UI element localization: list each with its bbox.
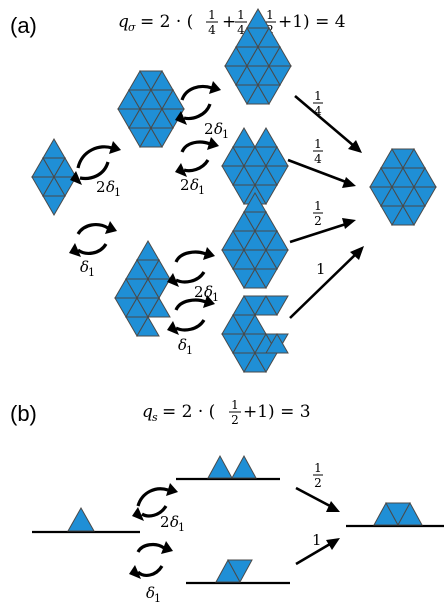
label-b-1-den: 2	[314, 476, 322, 490]
svg-text:2: 2	[160, 513, 170, 531]
rate-b-lower: δ 1	[146, 584, 161, 605]
eq-b-symbol: q	[142, 402, 153, 422]
rate-a-bottom: δ 1	[178, 336, 193, 357]
rate-a-mid-r2: 2 δ 1	[180, 176, 205, 197]
svg-text:δ: δ	[178, 336, 187, 354]
rate-a-top-left: 2 δ 1	[96, 178, 121, 199]
label-a-4: 1	[316, 260, 326, 278]
svg-text:δ: δ	[170, 513, 179, 531]
label-a-3-num: 1	[314, 199, 322, 213]
rate-a-left-low: δ 1	[80, 258, 95, 279]
eq-b-subscript: s	[152, 411, 158, 424]
state-b-top	[176, 454, 280, 481]
cluster-a-r4	[221, 295, 289, 373]
svg-text:+: +	[222, 12, 236, 32]
final-arrow-labels-b: 1 2 1	[312, 461, 323, 549]
svg-text:δ: δ	[146, 584, 155, 602]
final-arrow-labels-a: 1 4 1 4 1 2 1	[313, 89, 326, 278]
svg-text:2: 2	[204, 120, 214, 138]
eq-b-frac1-num: 1	[231, 398, 239, 412]
label-b-1-num: 1	[314, 461, 322, 475]
cluster-a-r3	[221, 192, 289, 289]
svg-text:1: 1	[154, 592, 161, 605]
svg-text:δ: δ	[190, 176, 199, 194]
label-a-2-den: 4	[314, 152, 322, 166]
label-a-2-num: 1	[314, 137, 322, 151]
eq-a-frac1-den: 4	[208, 23, 216, 37]
eq-b-prefix: = 2 · (	[162, 402, 215, 422]
panel-b-equation: q s = 2 · ( 1 2 +1) = 3	[142, 398, 311, 427]
panel-a-equation: q σ = 2 · ( 1 4 + 1 4 + 1 2 +1) = 4	[118, 8, 346, 37]
svg-text:δ: δ	[106, 178, 115, 196]
rate-labels-a: 2 δ 1 2 δ 1 2 δ 1 δ 1 2 δ 1 δ 1	[80, 120, 229, 357]
svg-text:1: 1	[114, 186, 121, 199]
svg-text:1: 1	[222, 128, 229, 141]
svg-text:δ: δ	[204, 283, 213, 301]
rate-b-upper: 2 δ 1	[160, 513, 185, 534]
label-a-3-den: 2	[314, 214, 322, 228]
panel-a-label: (a)	[10, 13, 37, 38]
svg-text:2: 2	[96, 178, 106, 196]
state-b-bottom	[186, 558, 290, 585]
label-a-1-den: 4	[314, 104, 322, 118]
svg-text:1: 1	[178, 521, 185, 534]
svg-text:1: 1	[186, 344, 193, 357]
cluster-a-mid-top	[117, 70, 185, 148]
rate-labels-b: 2 δ 1 δ 1	[146, 513, 185, 605]
panel-b-label: (b)	[10, 401, 37, 426]
eq-a-frac2-den: 4	[237, 23, 245, 37]
eq-a-frac1-num: 1	[208, 8, 216, 22]
svg-text:1: 1	[198, 184, 205, 197]
svg-text:δ: δ	[214, 120, 223, 138]
svg-text:1: 1	[88, 266, 95, 279]
eq-a-frac3-num: 1	[266, 8, 274, 22]
cluster-a-final	[369, 148, 437, 226]
state-b-left	[32, 506, 140, 534]
rate-a-mid-r1: 2 δ 1	[204, 120, 229, 141]
svg-text:1: 1	[212, 291, 219, 304]
eq-b-frac1-den: 2	[231, 413, 239, 427]
final-arrows-b	[295, 486, 340, 566]
svg-text:δ: δ	[80, 258, 89, 276]
label-a-1-num: 1	[314, 89, 322, 103]
exchange-arrows-a	[69, 81, 221, 335]
eq-b-suffix: +1) = 3	[243, 402, 311, 422]
eq-a-subscript: σ	[128, 21, 136, 34]
final-arrows-a	[287, 95, 364, 319]
svg-text:2: 2	[180, 176, 190, 194]
eq-a-frac2-num: 1	[237, 8, 245, 22]
eq-a-suffix: +1) = 4	[278, 12, 346, 32]
cluster-a-left	[31, 138, 77, 216]
state-b-final	[346, 501, 444, 528]
rate-a-low-r3: 2 δ 1	[194, 283, 219, 304]
exchange-arrows-b	[129, 483, 178, 579]
label-b-2: 1	[312, 531, 322, 549]
eq-a-prefix: = 2 · (	[140, 12, 193, 32]
svg-text:2: 2	[194, 283, 204, 301]
eq-a-symbol: q	[118, 12, 129, 32]
cluster-a-mid-low	[114, 240, 171, 337]
